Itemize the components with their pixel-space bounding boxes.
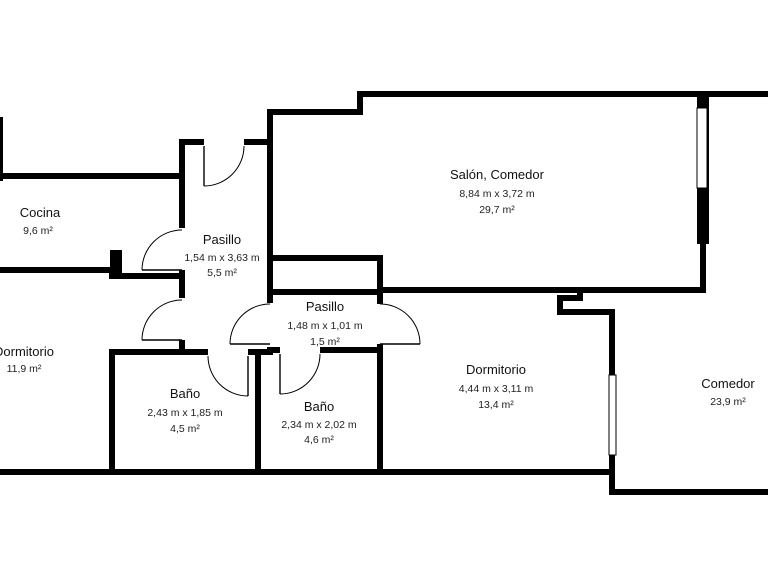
room-area: 13,4 m²: [478, 399, 514, 411]
room-name: Baño: [170, 386, 200, 401]
room-area: 4,5 m²: [170, 423, 200, 435]
door-swing-arc: [279, 353, 321, 395]
room-name: Dormitorio: [466, 362, 526, 377]
room-dimensions: 8,84 m x 3,72 m: [459, 188, 535, 200]
room-area: 9,6 m²: [23, 225, 53, 237]
room-dimensions: 1,48 m x 1,01 m: [287, 320, 363, 332]
room-pasillo-1: Pasillo 1,54 m x 3,63 m 5,5 m²: [184, 232, 260, 279]
room-name: Pasillo: [203, 232, 241, 247]
doors: [141, 138, 421, 397]
room-dimensions: 2,43 m x 1,85 m: [147, 407, 223, 419]
room-name: Dormitorio: [0, 344, 54, 359]
room-dimensions: 4,44 m x 3,11 m: [459, 383, 534, 395]
room-bano-1: Baño 2,43 m x 1,85 m 4,5 m²: [147, 386, 223, 435]
door-swing-arc: [379, 303, 421, 345]
door-swing-arc: [207, 355, 249, 397]
room-area: 29,7 m²: [479, 204, 515, 216]
room-dimensions: 1,54 m x 3,63 m: [184, 252, 260, 264]
room-area: 5,5 m²: [207, 267, 237, 279]
room-area: 4,6 m²: [304, 434, 334, 446]
window: [608, 374, 617, 456]
room-salon-comedor: Salón, Comedor 8,84 m x 3,72 m 29,7 m²: [450, 167, 545, 216]
room-comedor: Comedor 23,9 m²: [701, 376, 755, 408]
window: [696, 107, 708, 189]
room-name: Cocina: [20, 205, 61, 220]
room-area: 23,9 m²: [710, 396, 746, 408]
room-name: Salón, Comedor: [450, 167, 545, 182]
windows: [608, 107, 708, 456]
room-area: 1,5 m²: [310, 336, 340, 348]
room-dormitorio-2: Dormitorio 4,44 m x 3,11 m 13,4 m²: [459, 362, 534, 411]
room-bano-2: Baño 2,34 m x 2,02 m 4,6 m²: [281, 399, 357, 446]
door-swing-arc: [203, 145, 245, 187]
door-swing-arc: [229, 303, 271, 345]
room-name: Baño: [304, 399, 334, 414]
room-cocina: Cocina 9,6 m²: [20, 205, 61, 237]
door-swing-arc: [141, 229, 183, 271]
room-dimensions: 2,34 m x 2,02 m: [281, 419, 357, 431]
room-dormitorio-1: Dormitorio 11,9 m²: [0, 344, 54, 375]
room-name: Pasillo: [306, 299, 344, 314]
room-pasillo-2: Pasillo 1,48 m x 1,01 m 1,5 m²: [287, 299, 363, 348]
room-area: 11,9 m²: [7, 363, 42, 375]
walls: [0, 91, 768, 495]
door-swing-arc: [141, 299, 183, 341]
room-name: Comedor: [701, 376, 755, 391]
